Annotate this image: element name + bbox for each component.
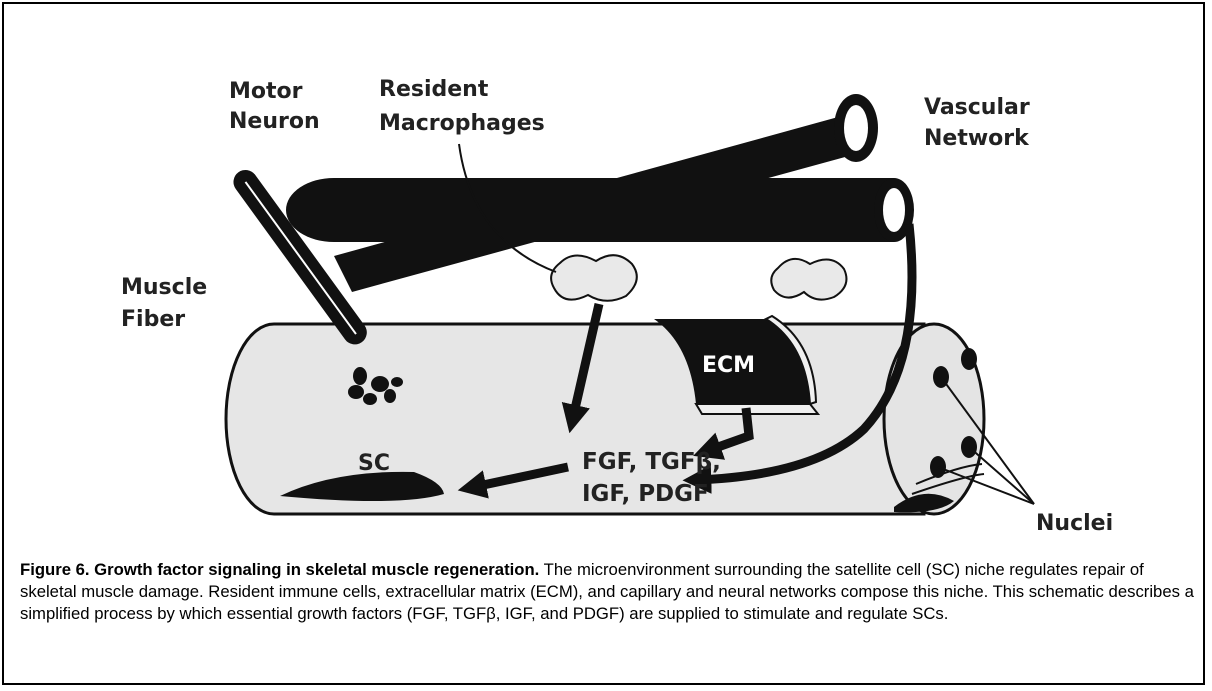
diagram: Motor Neuron Resident Macrophages Vascul…: [4, 4, 1204, 554]
label-resident-macrophages: Resident Macrophages: [379, 77, 545, 136]
label-motor-neuron: Motor Neuron: [229, 79, 320, 134]
label-nuclei: Nuclei: [1036, 511, 1113, 536]
macrophage: [771, 259, 846, 300]
label-sc: SC: [358, 451, 390, 476]
label-vascular-network: Vascular Network: [924, 95, 1037, 151]
label-muscle-fiber: Muscle Fiber: [121, 275, 215, 332]
label-ecm: ECM: [702, 353, 755, 378]
macrophages: [551, 255, 846, 301]
nucleus: [961, 348, 977, 370]
macrophage: [551, 255, 637, 301]
figure-caption: Figure 6. Growth factor signaling in ske…: [20, 559, 1200, 625]
caption-title: Figure 6. Growth factor signaling in ske…: [20, 560, 539, 579]
